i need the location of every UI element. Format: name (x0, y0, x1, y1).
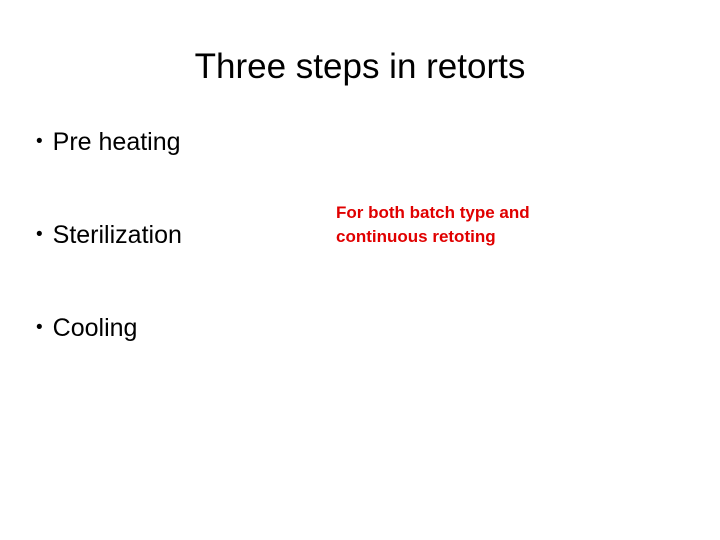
bullet-list: • Pre heating • Sterilization • Cooling (36, 127, 336, 343)
bullet-dot-icon: • (36, 317, 43, 338)
page-title: Three steps in retorts (194, 47, 526, 86)
side-note-line-1: For both batch type and (336, 203, 530, 222)
list-item-label: Pre heating (52, 128, 181, 156)
bullet-dot-icon: • (36, 131, 43, 152)
list-item-label: Cooling (52, 314, 138, 342)
list-item-label: Sterilization (52, 221, 182, 249)
list-item: • Pre heating (36, 127, 336, 157)
bullet-dot-icon: • (36, 224, 43, 245)
list-item: • Cooling (36, 313, 336, 343)
side-note: For both batch type and continuous retot… (336, 201, 636, 249)
side-note-line-2: continuous retoting (336, 227, 496, 246)
list-item: • Sterilization (36, 220, 336, 250)
